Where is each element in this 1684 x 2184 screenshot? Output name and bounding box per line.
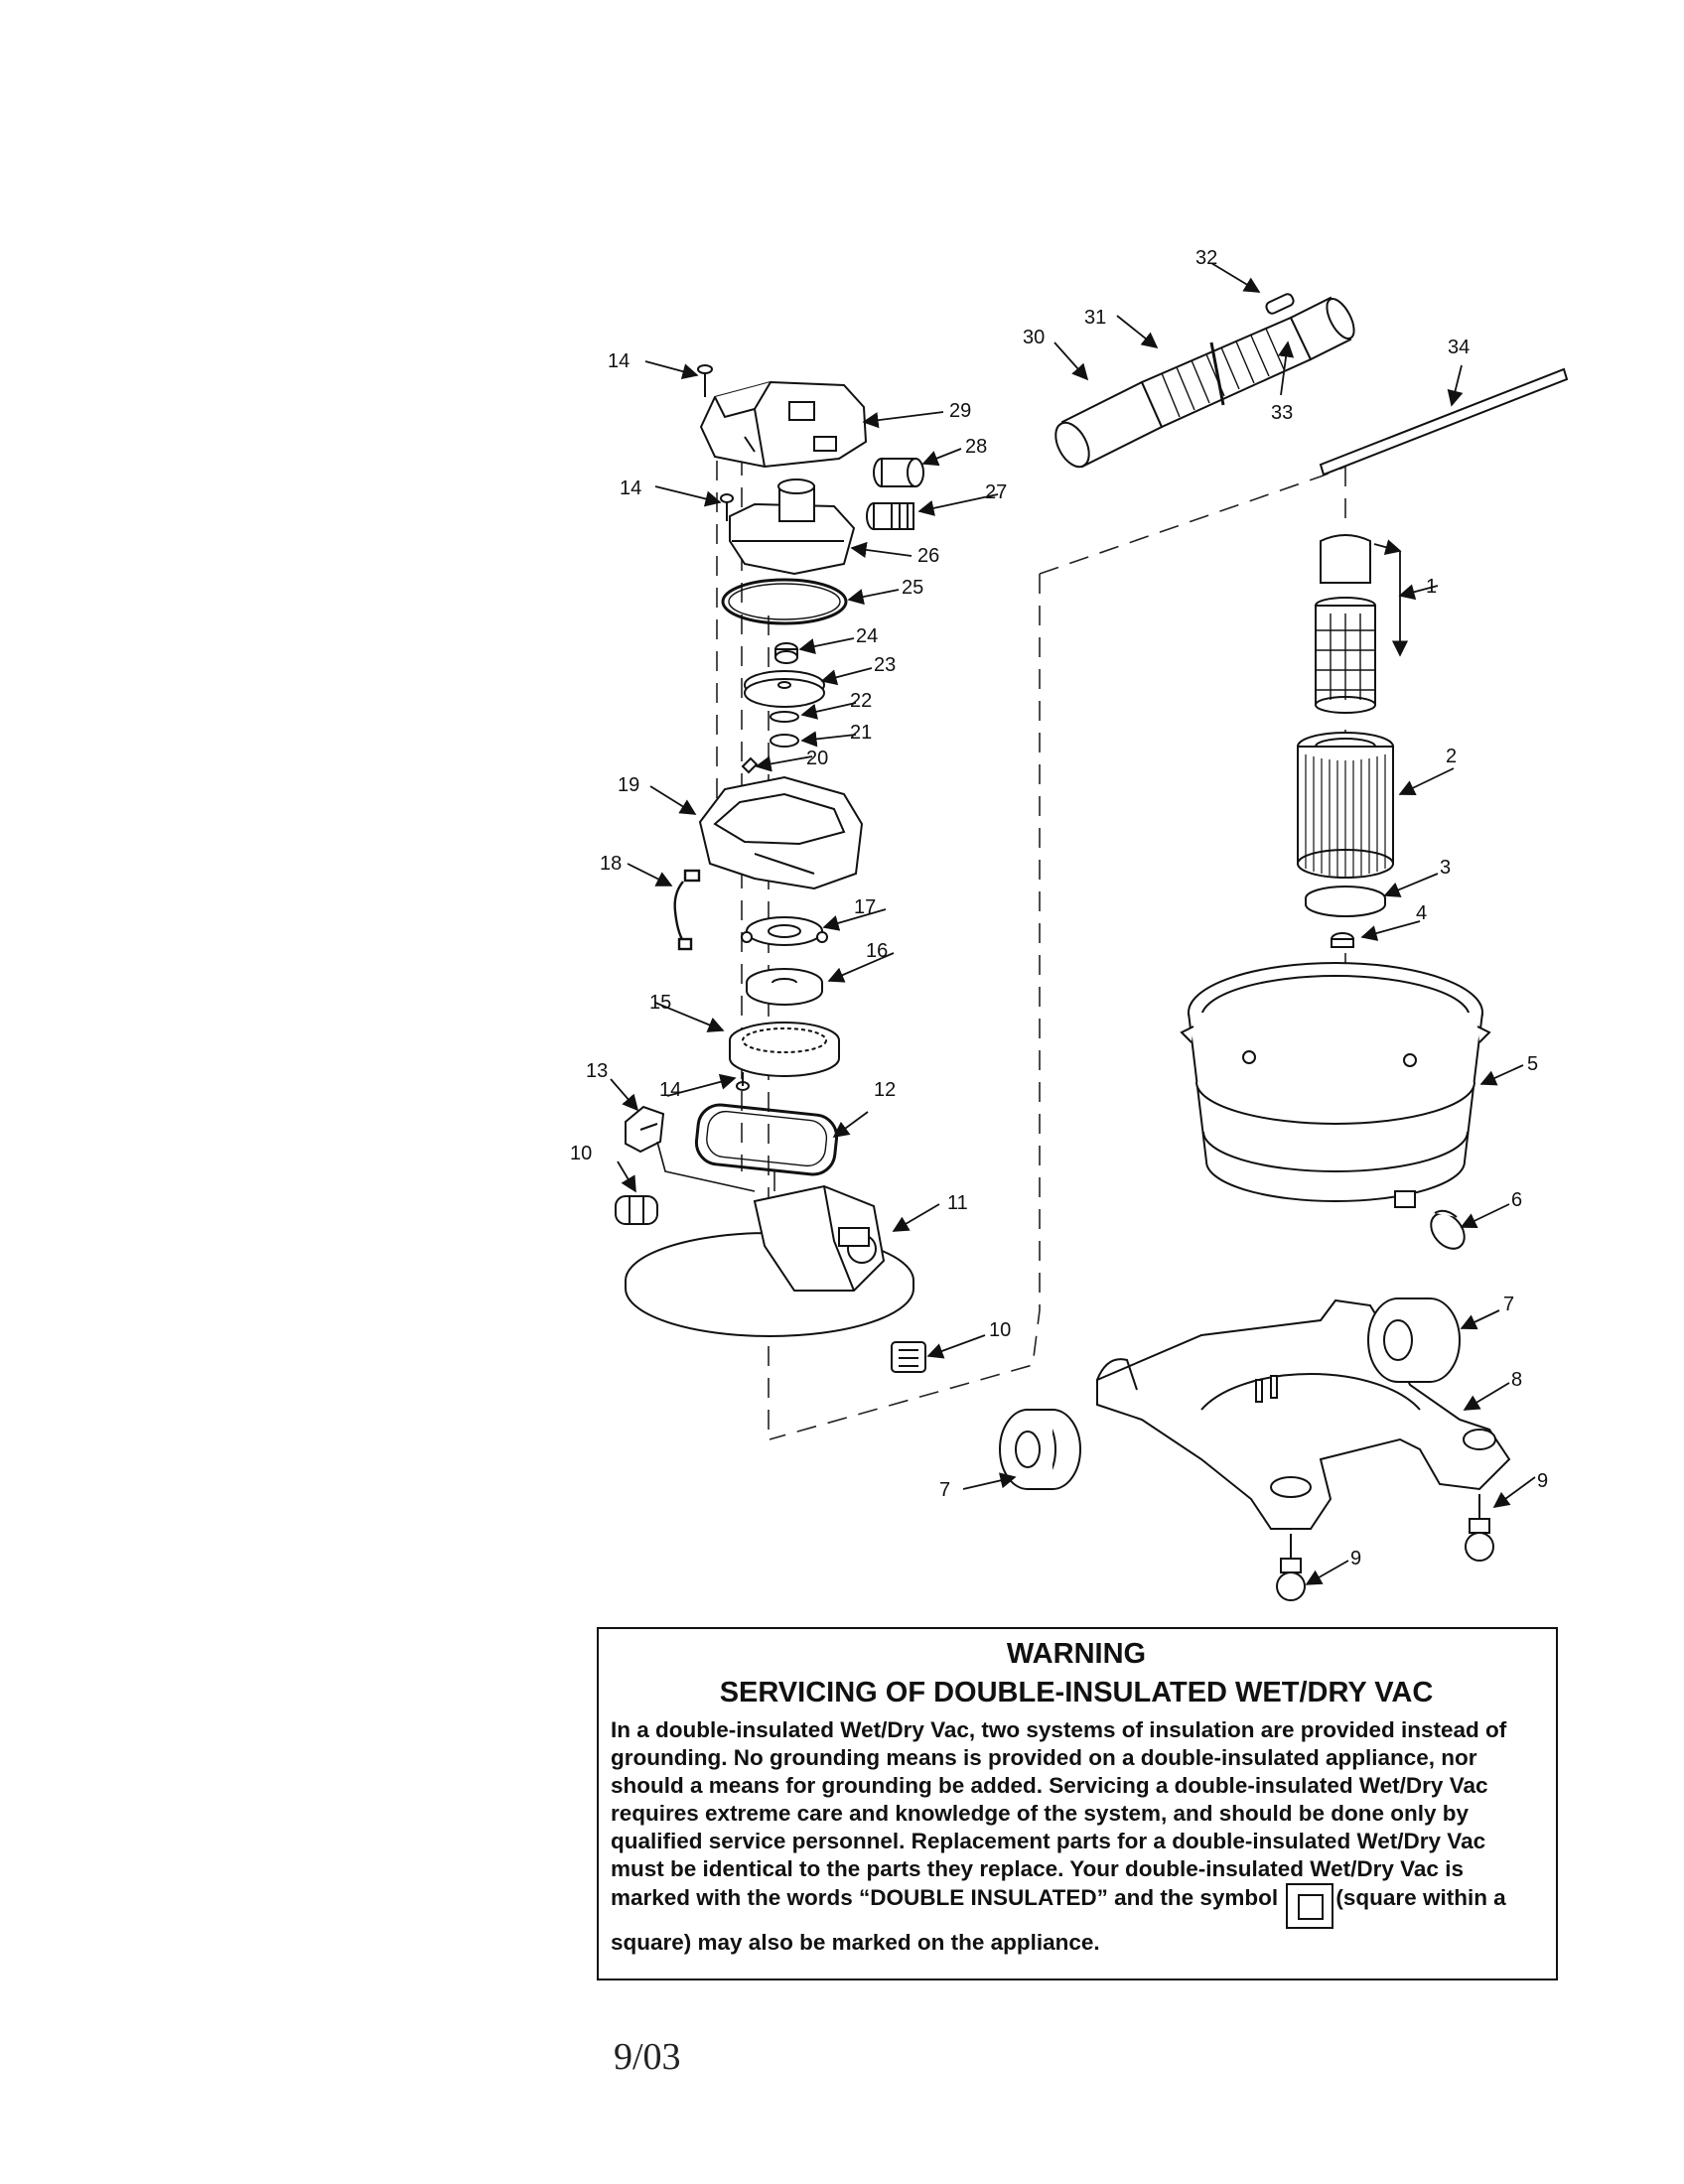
part-27-brush [866,502,914,530]
callout-32: 32 [1195,247,1217,269]
part-15-diffuser [729,1022,840,1077]
callout-11: 11 [947,1192,968,1214]
callout-21: 21 [850,722,872,744]
part-9-caster-right [1465,1494,1494,1562]
callout-12: 12 [874,1079,896,1101]
part-30-33-hose [1054,293,1355,469]
callout-10-right: 10 [989,1319,1011,1341]
callout-22: 22 [850,690,872,712]
warning-box: WARNING SERVICING OF DOUBLE-INSULATED WE… [597,1627,1558,1980]
part-14-screw-low [736,1072,750,1091]
callout-24: 24 [856,625,878,647]
callout-14-top: 14 [608,350,630,372]
part-25-gasket [721,578,848,625]
part-18-cord [673,869,701,951]
callout-9-left: 9 [1350,1548,1361,1570]
callout-18: 18 [600,853,622,875]
part-19-motor-housing [698,775,864,890]
warning-body: In a double-insulated Wet/Dry Vac, two s… [611,1716,1542,1957]
warning-title: WARNING [1006,1638,1147,1670]
part-5-tank [1180,962,1491,1202]
callout-15: 15 [649,992,671,1014]
callout-20: 20 [806,748,828,769]
part-8-dolly [1096,1298,1511,1530]
callout-6: 6 [1511,1189,1522,1211]
callout-10-left: 10 [570,1143,592,1164]
callout-3: 3 [1440,857,1451,879]
callout-1: 1 [1426,576,1437,598]
part-2-cartridge-filter [1297,732,1394,879]
warning-subtitle: SERVICING OF DOUBLE-INSULATED WET/DRY VA… [719,1677,1434,1708]
page-date: 9/03 [614,2036,681,2078]
callout-33: 33 [1271,402,1293,424]
callout-9-right: 9 [1537,1470,1548,1492]
callout-34: 34 [1448,337,1470,358]
part-21-washer [770,734,799,748]
part-29-motor-cover [699,380,868,469]
part-10-switch-cover-left [615,1195,658,1225]
part-22-washer [770,711,799,723]
callout-14-mid: 14 [620,478,641,499]
callout-31: 31 [1084,307,1106,329]
part-23-impeller [744,670,825,708]
part-14-screw-top [697,364,713,397]
callout-13: 13 [586,1060,608,1082]
part-7-wheel-left [999,1409,1081,1490]
callout-14-low: 14 [659,1079,681,1101]
callout-29: 29 [949,400,971,422]
square-within-square-icon [1286,1883,1334,1929]
part-6-drain-cap [1394,1190,1466,1250]
callout-7-right: 7 [1503,1294,1514,1315]
callout-28: 28 [965,436,987,458]
callout-19: 19 [618,774,639,796]
callout-17: 17 [854,896,876,918]
part-9-caster-left [1276,1534,1306,1601]
callout-2: 2 [1446,746,1457,767]
part-26-motor [729,478,856,576]
warning-body-text: In a double-insulated Wet/Dry Vac, two s… [611,1717,1507,1910]
part-28-bushing [873,458,924,487]
callout-30: 30 [1023,327,1045,348]
part-1-filter-cage [1315,534,1376,714]
callout-26: 26 [917,545,939,567]
part-17-bracket [741,916,828,946]
callout-16: 16 [866,940,888,962]
warning-body-text-end: (square within a square) may also be mar… [611,1885,1506,1955]
callout-25: 25 [902,577,923,599]
parts-exploded-diagram: 1 2 3 4 5 6 7 7 8 9 9 10 10 11 12 13 14 … [570,247,1569,1601]
part-4-nut [1331,932,1354,948]
part-34-trim-strip [1319,367,1569,477]
part-11-lid [625,1184,914,1337]
part-20-clip [741,756,759,774]
callout-4: 4 [1416,902,1427,924]
part-12-gasket [694,1103,839,1176]
callout-8: 8 [1511,1369,1522,1391]
callout-27: 27 [985,481,1007,503]
callout-7-left: 7 [939,1479,950,1501]
part-3-filter-lid [1305,886,1386,917]
part-7-wheel-right [1367,1297,1461,1383]
callout-23: 23 [874,654,896,676]
part-13-switch [625,1105,665,1154]
part-10-switch-cover-right [891,1341,926,1373]
callout-5: 5 [1527,1053,1538,1075]
part-16-foam-ring [746,968,823,1006]
part-24-nut [774,642,798,664]
